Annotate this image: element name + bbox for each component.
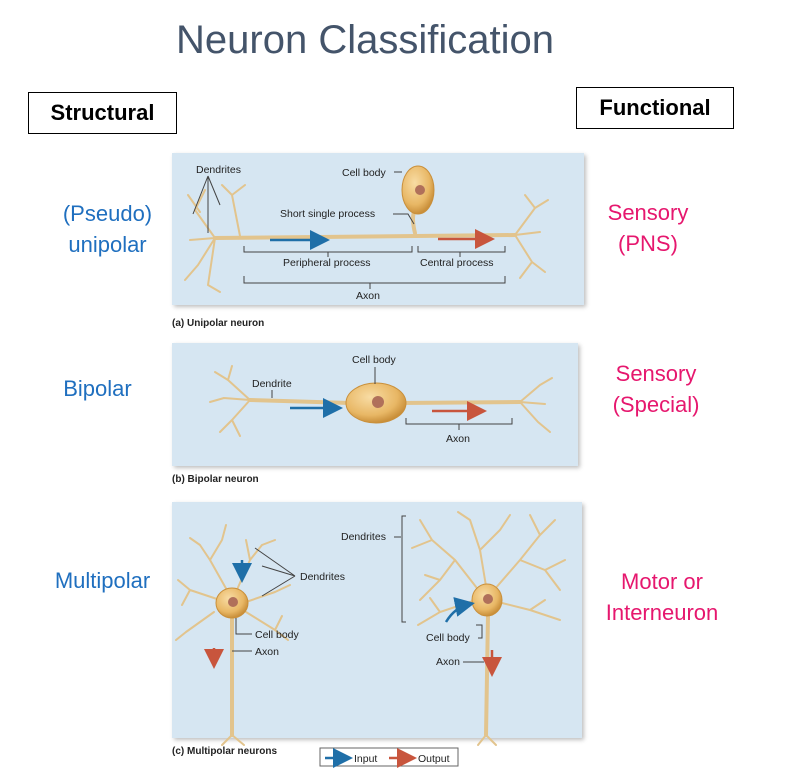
structural-label-multipolar-line1: Multipolar (54, 568, 151, 593)
functional-label-multipolar-line2: Interneuron (605, 600, 719, 625)
multipolar-panel (172, 502, 582, 738)
structural-label-multipolar: Multipolar (15, 565, 190, 596)
structural-header: Structural (28, 92, 177, 134)
bipolar-panel (172, 343, 578, 466)
functional-label-unipolar-line2: (PNS) (618, 231, 678, 256)
page-title: Neuron Classification (176, 18, 554, 62)
unipolar-panel (172, 153, 584, 305)
structural-label-bipolar: Bipolar (10, 373, 185, 404)
structural-label-unipolar-line2: unipolar (68, 232, 147, 257)
legend-input-label: Input (354, 753, 377, 765)
legend-output-label: Output (418, 753, 450, 765)
functional-header-label: Functional (599, 95, 711, 120)
bipolar-caption: (b) Bipolar neuron (172, 474, 259, 485)
functional-label-multipolar-line1: Motor or (621, 569, 703, 594)
functional-label-bipolar-line1: Sensory (615, 361, 697, 386)
functional-label-multipolar: Motor or Interneuron (582, 566, 742, 628)
structural-header-label: Structural (50, 100, 155, 125)
arrow-legend: Input Output (319, 747, 459, 768)
unipolar-caption: (a) Unipolar neuron (172, 318, 264, 329)
multipolar-caption: (c) Multipolar neurons (172, 746, 277, 757)
functional-label-unipolar-line1: Sensory (607, 200, 689, 225)
structural-label-unipolar-line1: (Pseudo) (62, 201, 153, 226)
functional-label-unipolar: Sensory (PNS) (568, 197, 728, 259)
functional-label-bipolar: Sensory (Special) (576, 358, 736, 420)
structural-label-unipolar: (Pseudo) unipolar (20, 198, 195, 260)
functional-header: Functional (576, 87, 734, 129)
functional-label-bipolar-line2: (Special) (612, 392, 700, 417)
structural-label-bipolar-line1: Bipolar (63, 376, 132, 401)
